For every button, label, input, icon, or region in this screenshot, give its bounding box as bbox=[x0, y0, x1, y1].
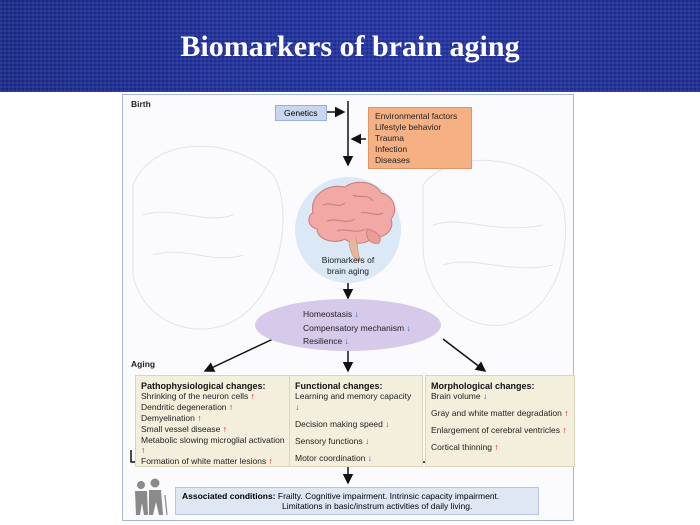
pathophysiological-box: Pathophysiological changes: Shrinking of… bbox=[135, 375, 297, 467]
list-item: Decision making speed ↓ bbox=[295, 418, 390, 429]
up-arrow-icon: ↑ bbox=[141, 445, 146, 456]
list-item: Metabolic slowing microglial activation … bbox=[141, 434, 285, 456]
genetics-box: Genetics bbox=[275, 105, 327, 121]
diagram-panel: Birth Aging Genetics Environmental facto… bbox=[122, 94, 575, 521]
ellipse-item: Homeostasis ↓ bbox=[303, 309, 359, 319]
down-arrow-icon: ↓ bbox=[295, 401, 300, 412]
elderly-couple-icon bbox=[135, 478, 168, 516]
list-item: Sensory functions ↓ bbox=[295, 435, 370, 446]
ellipse-item: Compensatory mechanism ↓ bbox=[303, 322, 411, 333]
environment-box: Environmental factors Lifestyle behavior… bbox=[368, 107, 472, 170]
down-arrow-icon: ↓ bbox=[364, 435, 370, 446]
column-heading: Morphological changes: bbox=[431, 381, 535, 391]
arrow-to-pathophysiological bbox=[203, 338, 274, 372]
brain-illustration bbox=[308, 181, 396, 262]
functional-box: Functional changes: Learning and memory … bbox=[289, 375, 423, 467]
up-arrow-icon: ↑ bbox=[228, 401, 234, 412]
associated-line1: Frailty. Cognitive impairment. Intrinsic… bbox=[277, 491, 500, 501]
list-item: Motor coordination ↓ bbox=[295, 452, 373, 463]
list-item: Formation of white matter lesions ↑ bbox=[141, 456, 273, 467]
morphological-box: Morphological changes: Brain volume ↓ Gr… bbox=[425, 375, 575, 467]
down-arrow-icon: ↓ bbox=[344, 336, 349, 347]
up-arrow-icon: ↑ bbox=[250, 391, 255, 401]
list-item: Brain volume ↓ bbox=[431, 391, 488, 401]
down-arrow-icon: ↓ bbox=[385, 418, 390, 429]
diagram-connectors bbox=[130, 101, 568, 516]
env-item: Trauma bbox=[375, 132, 404, 143]
up-arrow-icon: ↑ bbox=[197, 412, 202, 423]
env-item: Diseases bbox=[375, 154, 410, 165]
env-item: Lifestyle behavior bbox=[375, 121, 442, 132]
column-heading: Pathophysiological changes: bbox=[141, 381, 266, 391]
list-item: Learning and memory capacity ↓ bbox=[295, 391, 412, 412]
associated-line2: Limitations in basic/instrum activities … bbox=[282, 501, 473, 511]
list-item: Gray and white matter degradation ↑ bbox=[431, 407, 569, 418]
associated-conditions-box: Associated conditions: Frailty. Cognitiv… bbox=[175, 487, 539, 515]
list-item: Enlargement of cerebral ventricles ↑ bbox=[431, 424, 567, 435]
arrow-to-morphological bbox=[442, 338, 487, 372]
env-item: Environmental factors bbox=[375, 111, 458, 121]
list-item: Small vessel disease ↑ bbox=[141, 423, 227, 434]
page-title: Biomarkers of brain aging bbox=[180, 30, 520, 63]
env-item: Infection bbox=[375, 143, 408, 154]
column-heading: Functional changes: bbox=[295, 381, 383, 391]
up-arrow-icon: ↑ bbox=[494, 441, 499, 452]
list-item: Shrinking of the neuron cells ↑ bbox=[141, 391, 255, 401]
ellipse-item: Resilience ↓ bbox=[303, 336, 349, 347]
down-arrow-icon: ↓ bbox=[367, 452, 373, 463]
background-brain-sketch bbox=[132, 145, 566, 330]
up-arrow-icon: ↑ bbox=[562, 424, 567, 435]
down-arrow-icon: ↓ bbox=[406, 322, 411, 333]
up-arrow-icon: ↑ bbox=[268, 456, 273, 467]
list-item: Dendritic degeneration ↑ bbox=[141, 401, 234, 412]
ellipse-list: Homeostasis ↓ Compensatory mechanism ↓ R… bbox=[303, 308, 411, 349]
list-item: Demyelination ↑ bbox=[141, 412, 202, 423]
up-arrow-icon: ↑ bbox=[564, 407, 569, 418]
brain-label: Biomarkers of brain aging bbox=[321, 255, 375, 276]
title-banner bbox=[0, 0, 700, 92]
birth-label: Birth bbox=[131, 99, 151, 109]
list-item: Cortical thinning ↑ bbox=[431, 441, 499, 452]
up-arrow-icon: ↑ bbox=[222, 423, 227, 434]
associated-label: Associated conditions: bbox=[182, 491, 276, 501]
down-arrow-icon: ↓ bbox=[482, 391, 488, 401]
down-arrow-icon: ↓ bbox=[354, 309, 359, 319]
aging-label: Aging bbox=[131, 359, 156, 369]
homeostasis-ellipse bbox=[255, 299, 441, 351]
